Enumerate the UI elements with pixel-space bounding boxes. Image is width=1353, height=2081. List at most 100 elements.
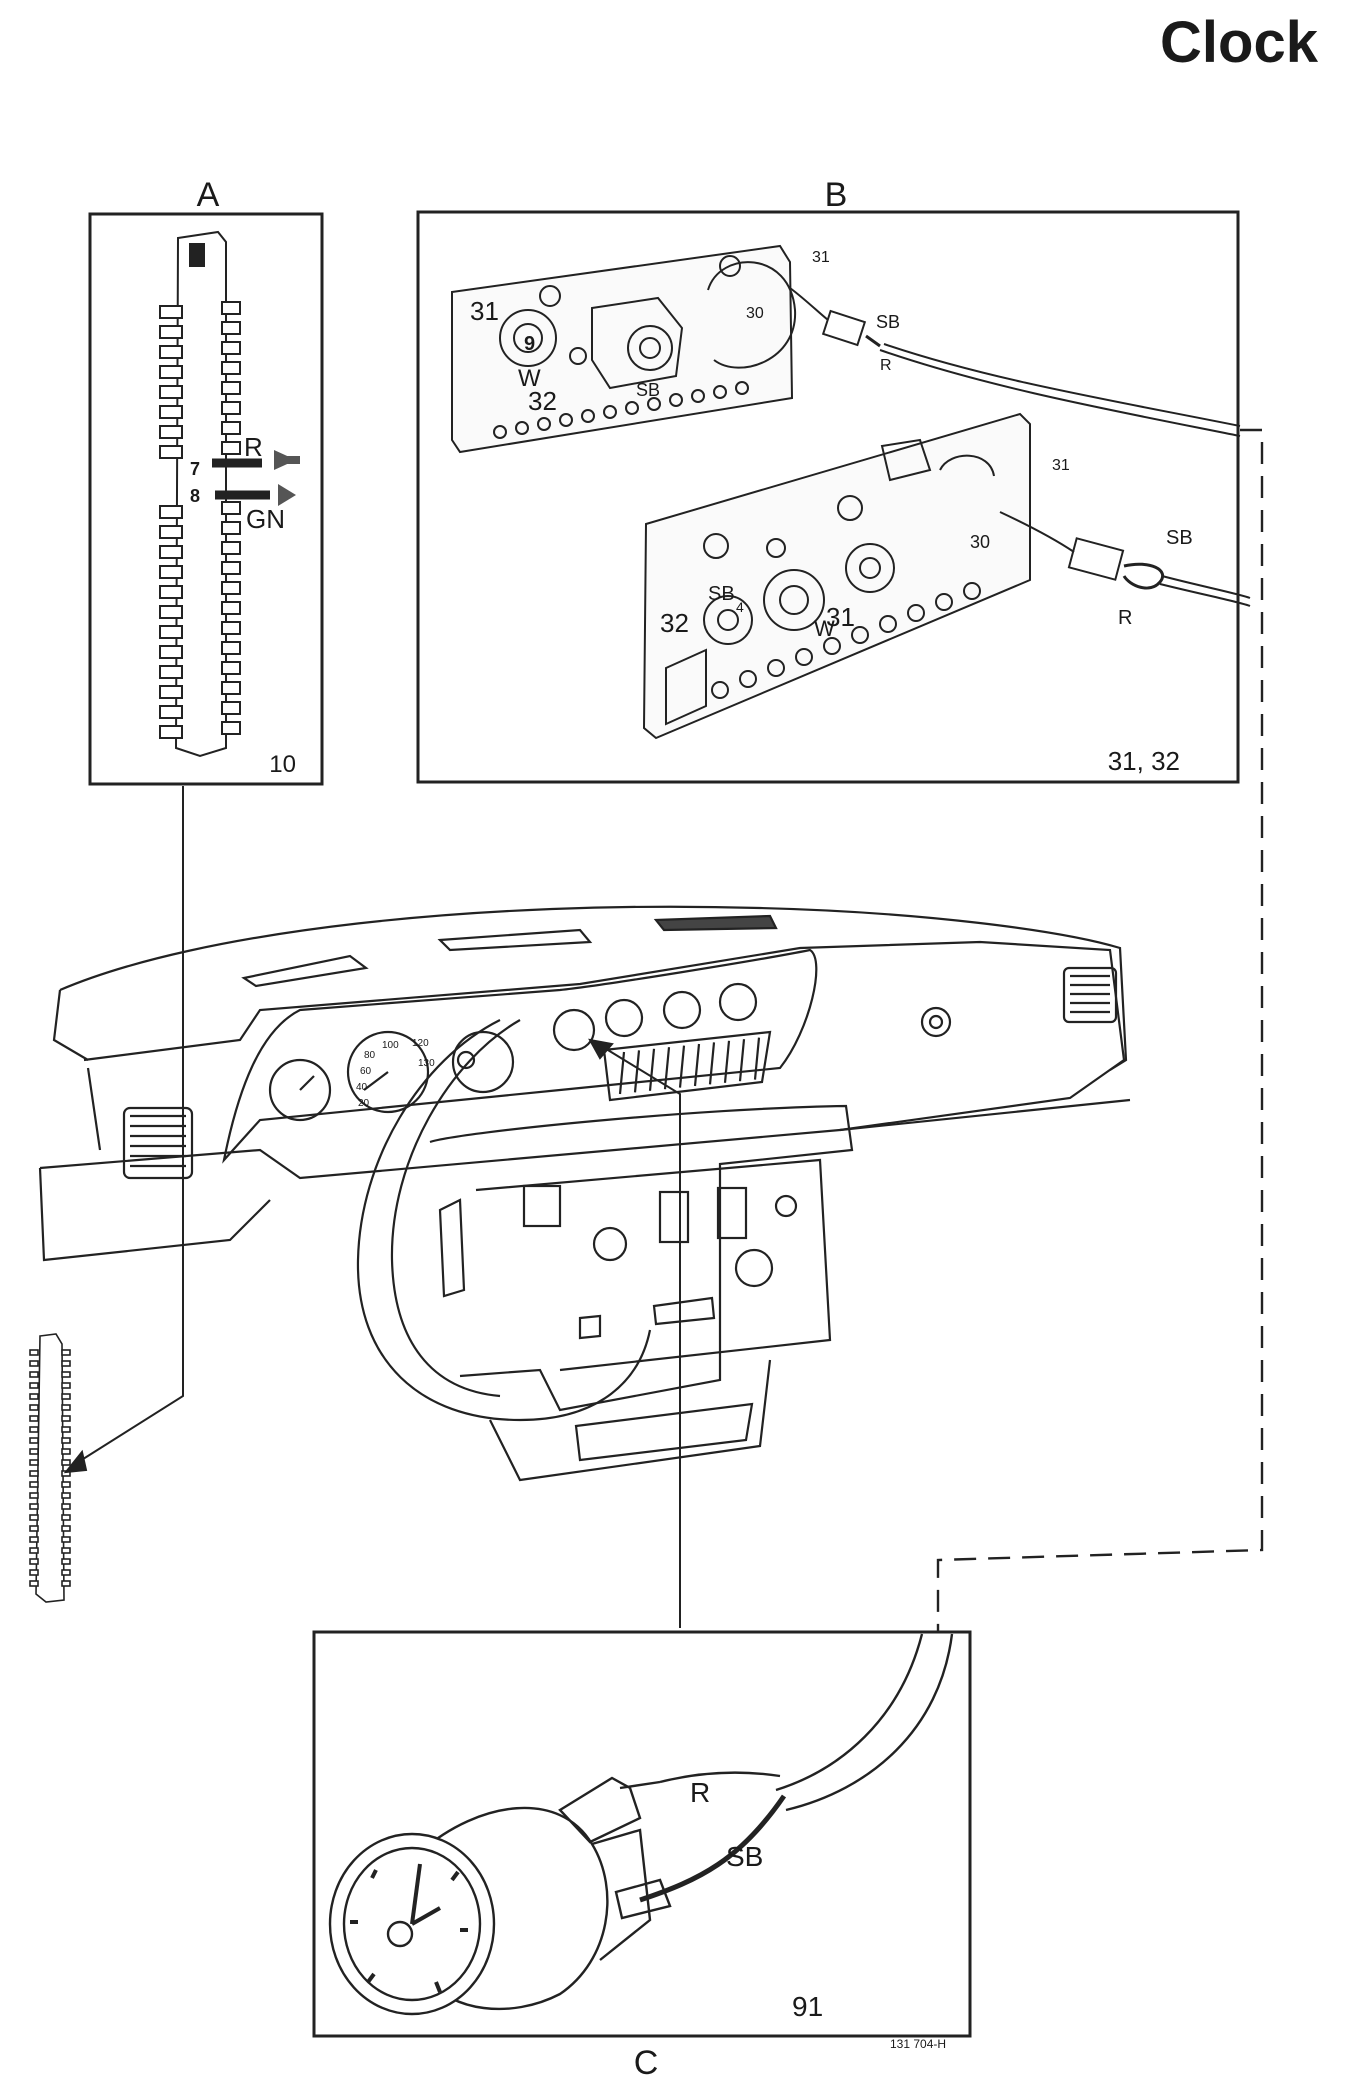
board-knob	[767, 659, 785, 677]
small-fuse-box	[29, 1333, 71, 1603]
fuse-slot-left	[159, 365, 183, 379]
small-fuse-slot	[29, 1360, 39, 1367]
small-fuse-slot	[29, 1470, 39, 1477]
lower-conn-sb: SB	[1166, 527, 1193, 549]
small-fuse-slot	[29, 1536, 39, 1543]
small-fuse-slot	[29, 1393, 39, 1400]
panel-b-ref: 31, 32	[1108, 746, 1180, 776]
terminal-8: 8	[190, 486, 200, 506]
fuse-slot-right	[221, 681, 241, 695]
small-fuse-slot	[61, 1580, 71, 1587]
board-knob	[515, 421, 529, 435]
wire-label-gn-a: GN	[246, 504, 285, 534]
fuse-slot-left	[159, 505, 183, 519]
fuse-slot-right	[221, 341, 241, 355]
small-fuse-slot	[61, 1448, 71, 1455]
vent-slat	[708, 1042, 716, 1085]
small-fuse-slot	[29, 1503, 39, 1510]
vent-slat	[648, 1048, 656, 1091]
small-fuse-slot	[29, 1547, 39, 1554]
board-knob	[735, 381, 749, 395]
small-fuse-slot	[61, 1415, 71, 1422]
connection-lines	[63, 428, 1264, 1632]
small-fuse-slot	[29, 1492, 39, 1499]
board-knob	[603, 405, 617, 419]
small-fuse-slot	[61, 1382, 71, 1389]
fuse-box	[159, 230, 241, 758]
vent-slat	[678, 1045, 686, 1088]
upper-conn-sb: SB	[876, 312, 900, 332]
small-fuse-slot	[61, 1514, 71, 1521]
fuse-slot-left	[159, 725, 183, 739]
small-fuse-slot	[61, 1481, 71, 1488]
panel-c: R SB 91 C	[312, 1630, 972, 2081]
speedo-tick-label: 120	[412, 1038, 429, 1049]
board-knob	[963, 582, 981, 600]
line-a-to-fusebox	[71, 786, 184, 1467]
small-fuse-slot	[61, 1349, 71, 1356]
vent-slat	[753, 1037, 761, 1080]
fuse-slot-left	[159, 565, 183, 579]
fuse-slot-right	[221, 581, 241, 595]
fuse-slot-right	[221, 661, 241, 675]
upper-label-31-top: 31	[812, 249, 830, 266]
fuse-slot-right	[221, 381, 241, 395]
lower-label-30: 30	[970, 532, 990, 552]
fuse-slot-right	[221, 721, 241, 735]
lower-label-w: W	[814, 616, 835, 641]
board-knob	[647, 397, 661, 411]
board-knob	[907, 604, 925, 622]
fuse-slot-left	[159, 405, 183, 419]
board-knob	[713, 385, 727, 399]
fuse-slot-right	[221, 401, 241, 415]
lower-circuit-board	[642, 412, 1031, 740]
small-fuse-slot	[29, 1448, 39, 1455]
fuse-slot-right	[221, 361, 241, 375]
speedo-tick-label: 130	[418, 1058, 435, 1069]
fuse-slot-left	[159, 525, 183, 539]
upper-label-w: W	[518, 365, 541, 392]
upper-circuit-board	[451, 244, 797, 454]
upper-label-32: 32	[528, 386, 557, 416]
vent-slat	[693, 1043, 701, 1087]
small-fuse-slot	[61, 1569, 71, 1576]
small-fuse-slot	[61, 1404, 71, 1411]
fuse-slot-left	[159, 305, 183, 319]
fuse-slot-left	[159, 385, 183, 399]
vent-slat	[723, 1040, 731, 1083]
small-fuse-slot	[61, 1536, 71, 1543]
fuse-slot-right	[221, 641, 241, 655]
panel-c-ref: 91	[792, 1991, 823, 2022]
small-fuse-slot	[29, 1558, 39, 1565]
board-knob	[739, 670, 757, 688]
lower-label-31: 31	[826, 602, 855, 632]
fuse-slot-left	[159, 425, 183, 439]
fuse-slot-left	[159, 345, 183, 359]
board-knob	[581, 409, 595, 423]
small-fuse-slot	[29, 1415, 39, 1422]
fuse-slot-left	[159, 545, 183, 559]
fuse-slot-right	[221, 501, 241, 515]
lower-label-32: 32	[660, 608, 689, 638]
board-knob	[823, 637, 841, 655]
terminal-7: 7	[190, 459, 200, 479]
small-fuse-slot	[29, 1349, 39, 1356]
fuse-slot-right	[221, 701, 241, 715]
vent-slat	[738, 1039, 746, 1082]
vent-slat	[633, 1050, 641, 1093]
small-fuse-slot	[29, 1514, 39, 1521]
lower-label-31-top: 31	[1052, 457, 1070, 474]
fuse-slot-left	[159, 705, 183, 719]
small-fuse-slot	[61, 1547, 71, 1554]
fuse-slot-left	[159, 325, 183, 339]
panel-a-frame	[88, 212, 324, 786]
small-fuse-slot	[61, 1393, 71, 1400]
fuse-slot-left	[159, 585, 183, 599]
fuse-slot-left	[159, 605, 183, 619]
small-fuse-slot	[29, 1371, 39, 1378]
fuse-slot-left	[159, 665, 183, 679]
upper-label-sb: SB	[636, 380, 660, 400]
board-knob	[669, 393, 683, 407]
small-fuse-slot	[61, 1525, 71, 1532]
